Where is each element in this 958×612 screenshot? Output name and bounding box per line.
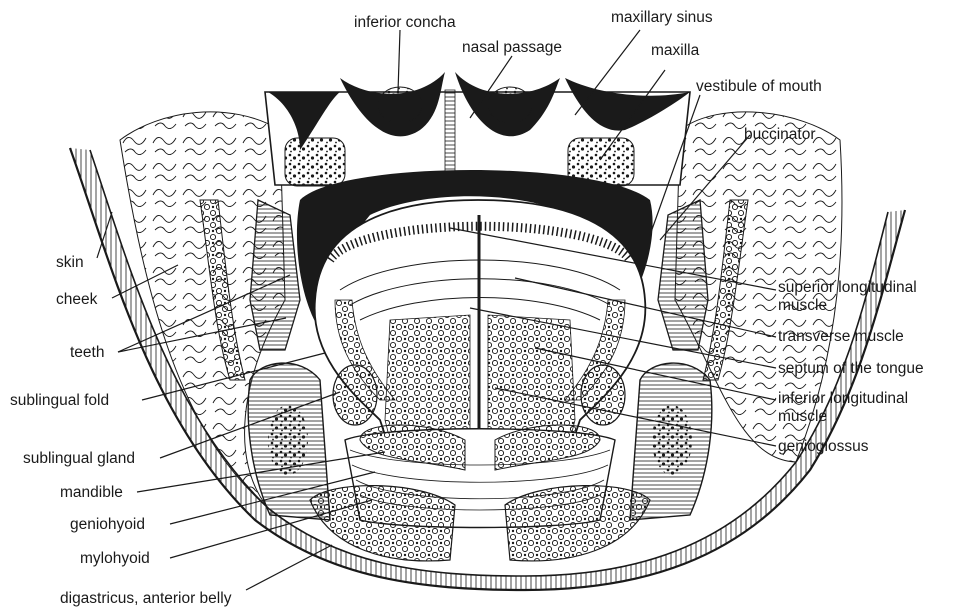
label-inferior-longitudinal-muscle: inferior longitudinal muscle	[778, 390, 908, 426]
label-skin: skin	[56, 254, 84, 272]
label-septum-of-the-tongue: septum of the tongue	[778, 360, 924, 378]
label-cheek: cheek	[56, 291, 97, 309]
label-vestibule-of-mouth: vestibule of mouth	[696, 78, 822, 96]
label-inferior-concha: inferior concha	[354, 14, 456, 32]
floor-muscles-drawing	[310, 425, 650, 561]
label-sublingual-fold: sublingual fold	[10, 392, 109, 410]
label-nasal-passage: nasal passage	[462, 39, 562, 57]
label-sublingual-gland: sublingual gland	[23, 450, 135, 468]
label-superior-longitudinal-line2: muscle	[778, 297, 917, 315]
label-mandible: mandible	[60, 484, 123, 502]
label-geniohyoid: geniohyoid	[70, 516, 145, 534]
label-inferior-longitudinal-line2: muscle	[778, 408, 908, 426]
label-inferior-longitudinal-line1: inferior longitudinal	[778, 390, 908, 408]
label-buccinator: buccinator	[744, 126, 816, 144]
label-superior-longitudinal-muscle: superior longitudinal muscle	[778, 279, 917, 315]
label-teeth: teeth	[70, 344, 104, 362]
label-mylohyoid: mylohyoid	[80, 550, 150, 568]
label-maxillary-sinus: maxillary sinus	[611, 9, 713, 27]
label-superior-longitudinal-line1: superior longitudinal	[778, 279, 917, 297]
label-genioglossus: genioglossus	[778, 438, 868, 456]
label-digastricus-anterior-belly: digastricus, anterior belly	[60, 590, 231, 608]
label-transverse-muscle: transverse muscle	[778, 328, 904, 346]
label-maxilla: maxilla	[651, 42, 699, 60]
maxilla-block	[265, 72, 690, 186]
